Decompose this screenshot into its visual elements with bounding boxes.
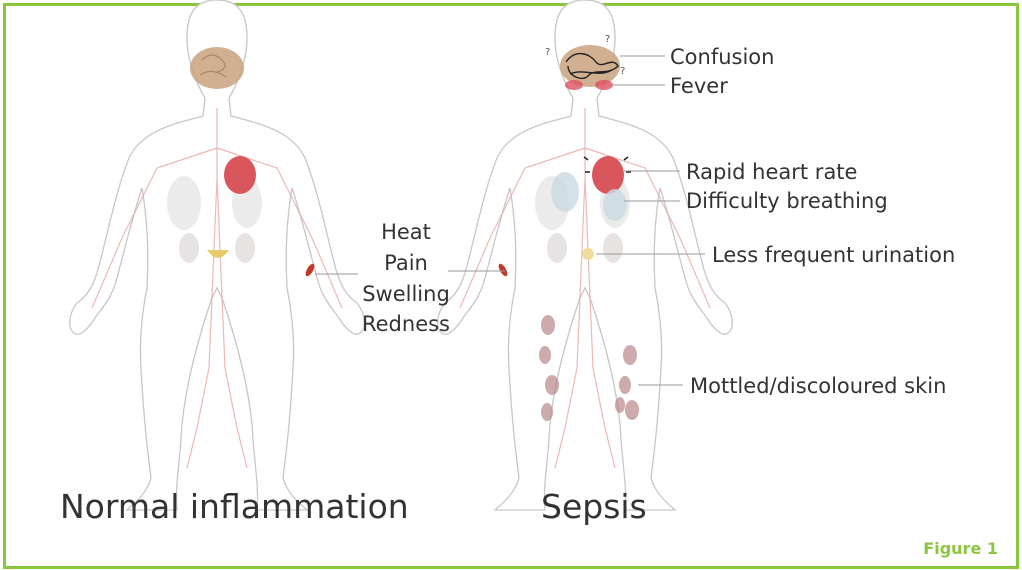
sign-rapid-heart-rate: Rapid heart rate xyxy=(686,162,857,183)
sign-redness: Redness xyxy=(356,314,456,335)
sign-difficulty-breathing: Difficulty breathing xyxy=(686,191,888,212)
sign-less-frequent-urination: Less frequent urination xyxy=(712,245,955,266)
fever-cheek-right xyxy=(595,80,613,90)
fever-cheek-left xyxy=(565,80,583,90)
sign-fever: Fever xyxy=(670,76,728,97)
normal-heart xyxy=(224,156,256,194)
sign-pain: Pain xyxy=(356,253,456,274)
sign-heat: Heat xyxy=(356,222,456,243)
svg-text:?: ? xyxy=(620,66,625,77)
sign-swelling: Swelling xyxy=(356,284,456,305)
caption-sepsis: Sepsis xyxy=(541,490,647,523)
sign-confusion: Confusion xyxy=(670,47,774,68)
caption-normal-inflammation: Normal inflammation xyxy=(60,490,409,523)
sepsis-bladder xyxy=(582,248,594,260)
sepsis-inflamed-spot xyxy=(497,262,509,277)
sepsis-brain xyxy=(560,45,620,87)
svg-text:?: ? xyxy=(545,47,550,58)
figure-number: Figure 1 xyxy=(923,539,998,558)
sepsis-heart xyxy=(592,156,624,194)
sign-mottled-skin: Mottled/discoloured skin xyxy=(690,376,946,397)
sepsis-lung-left xyxy=(551,172,579,212)
sepsis-lung-right xyxy=(603,189,627,221)
svg-text:?: ? xyxy=(605,34,610,45)
normal-brain xyxy=(190,47,244,89)
